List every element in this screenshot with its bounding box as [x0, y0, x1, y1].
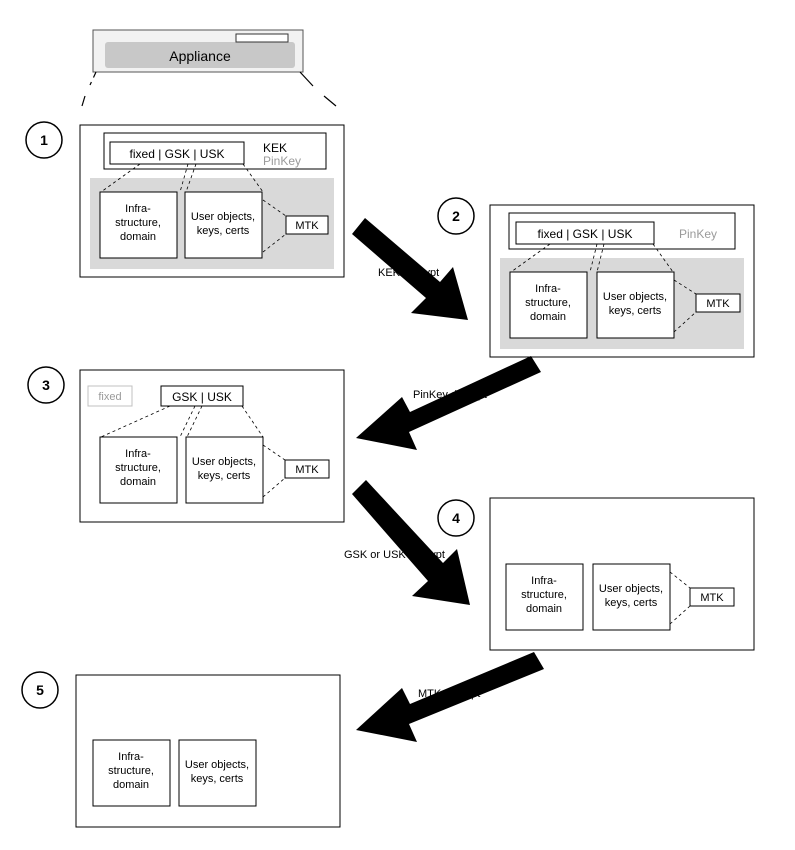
infra-line-1: Infra- [125, 448, 151, 460]
step-number-circle [437, 197, 475, 235]
step-2: 2 fixed | GSK | USK PinKey Infra- struct… [437, 197, 755, 358]
user-line-2: keys, certs [197, 225, 250, 237]
pinkey-label: PinKey [263, 154, 301, 168]
step-5: 5 Infra- structure, domain User objects,… [21, 671, 341, 828]
user-objects-box [592, 563, 671, 631]
step-3: 3 fixed GSK | USK Infra- structure, doma… [27, 366, 345, 523]
infra-line-1: Infra- [118, 751, 144, 763]
key-bar-label: fixed | GSK | USK [538, 227, 633, 241]
user-line-1: User objects, [185, 759, 249, 771]
infra-line-1: Infra- [125, 203, 151, 215]
arrow-pinkey-decrypt: PinKey decrypt [356, 356, 541, 450]
mtk-label: MTK [295, 464, 319, 476]
infra-line-2: structure, [108, 765, 154, 777]
step-number-circle [25, 121, 63, 159]
step-number-circle [437, 499, 475, 537]
infra-line-2: structure, [115, 462, 161, 474]
key-bar [515, 221, 655, 245]
user-line-1: User objects, [192, 456, 256, 468]
user-line-2: keys, certs [605, 597, 658, 609]
arrow-kek-label: KEK decrypt [378, 267, 439, 279]
user-line-2: keys, certs [609, 305, 662, 317]
infra-line-1: Infra- [535, 283, 561, 295]
infra-line-3: domain [530, 311, 566, 323]
step-number-circle [21, 671, 59, 709]
arrow-mtk-label: MTK decrypt [418, 688, 480, 700]
mtk-box [695, 293, 741, 313]
kek-label: KEK [263, 141, 287, 155]
step-number: 3 [42, 377, 50, 393]
arrow-gsk-usk-label: GSK or USK decrypt [344, 549, 445, 561]
step-number: 1 [40, 132, 48, 148]
user-line-1: User objects, [603, 291, 667, 303]
user-line-1: User objects, [191, 211, 255, 223]
arrow-kek-decrypt: KEK decrypt [352, 218, 468, 320]
mtk-label: MTK [706, 298, 730, 310]
infrastructure-box [509, 271, 588, 339]
user-line-1: User objects, [599, 583, 663, 595]
fixed-label-faded: fixed [98, 391, 121, 403]
step-4: 4 Infra- structure, domain User objects,… [437, 497, 755, 651]
pinkey-label: PinKey [679, 227, 717, 241]
user-objects-box [596, 271, 675, 339]
user-objects-box [185, 436, 264, 504]
infra-line-3: domain [113, 779, 149, 791]
infrastructure-box [505, 563, 584, 631]
arrow-pinkey-label: PinKey decrypt [413, 389, 487, 401]
infra-line-2: structure, [525, 297, 571, 309]
user-objects-box [184, 191, 263, 259]
step-number: 2 [452, 208, 460, 224]
mtk-box [689, 587, 735, 607]
infra-line-3: domain [120, 231, 156, 243]
infrastructure-box [92, 739, 171, 807]
appliance-device: Appliance [81, 29, 337, 107]
mtk-label: MTK [295, 220, 319, 232]
infra-line-2: structure, [115, 217, 161, 229]
mtk-box [285, 215, 329, 235]
step-number: 4 [452, 510, 460, 526]
mtk-box [284, 459, 330, 479]
key-bar [109, 141, 245, 165]
arrow-gsk-usk-decrypt: GSK or USK decrypt [344, 480, 470, 605]
user-line-2: keys, certs [191, 773, 244, 785]
step-1: 1 fixed | GSK | USK KEK PinKey Infra- st… [25, 121, 345, 278]
mtk-label: MTK [700, 592, 724, 604]
infra-line-1: Infra- [531, 575, 557, 587]
user-objects-box [178, 739, 257, 807]
fixed-box-faded [87, 385, 133, 407]
user-line-2: keys, certs [198, 470, 251, 482]
key-bar-label: fixed | GSK | USK [130, 147, 225, 161]
key-bar-label: GSK | USK [172, 390, 232, 404]
infra-line-2: structure, [521, 589, 567, 601]
step-number-circle [27, 366, 65, 404]
appliance-label: Appliance [169, 48, 231, 64]
step-number: 5 [36, 682, 44, 698]
infra-line-3: domain [526, 603, 562, 615]
infrastructure-box [99, 191, 178, 259]
infra-line-3: domain [120, 476, 156, 488]
arrow-mtk-decrypt: MTK decrypt [356, 652, 544, 742]
infrastructure-box [99, 436, 178, 504]
